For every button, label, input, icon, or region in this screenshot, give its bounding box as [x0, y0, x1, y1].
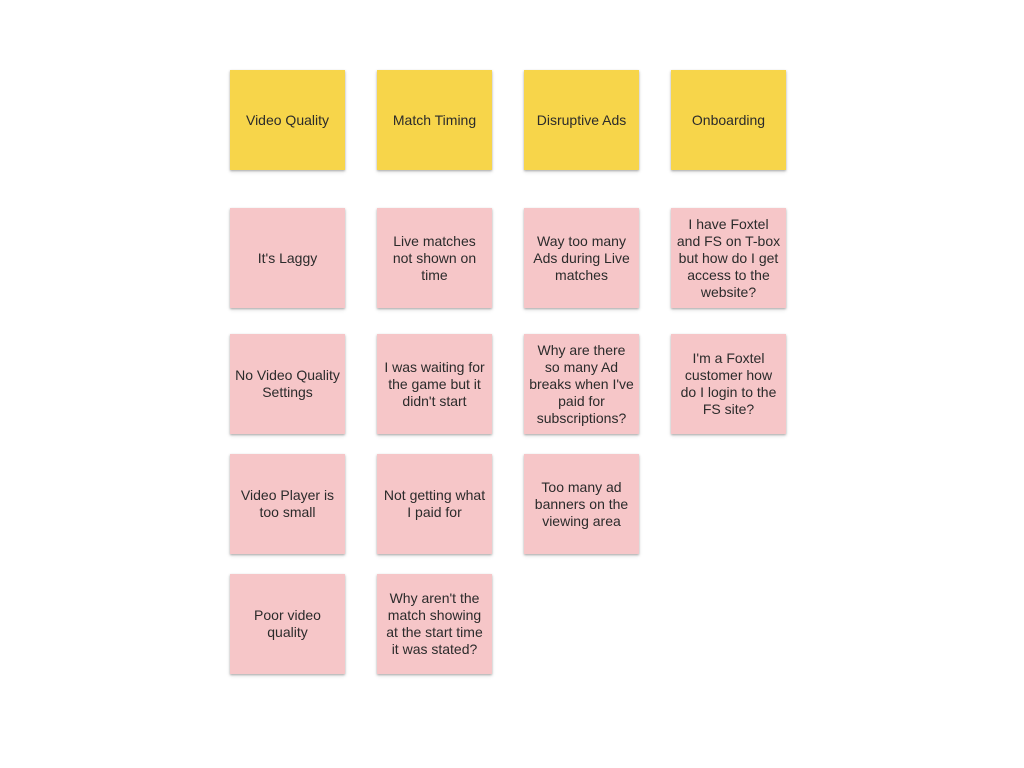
note-label: Too many ad banners on the viewing area [534, 478, 629, 529]
note-label: Video Player is too small [240, 487, 335, 520]
note-label: It's Laggy [257, 249, 318, 266]
card-note[interactable]: Way too many Ads during Live matches [524, 208, 639, 308]
card-note[interactable]: I was waiting for the game but it didn't… [377, 334, 492, 434]
note-label: I was waiting for the game but it didn't… [384, 358, 485, 409]
note-label: Match Timing [392, 111, 477, 128]
note-label: Onboarding [691, 111, 766, 128]
note-label: Why aren't the match showing at the star… [386, 590, 483, 657]
card-note[interactable]: Live matches not shown on time [377, 208, 492, 308]
note-label: Poor video quality [254, 607, 321, 640]
card-note[interactable]: No Video Quality Settings [230, 334, 345, 434]
note-label: Live matches not shown on time [392, 232, 477, 283]
card-note[interactable]: Too many ad banners on the viewing area [524, 454, 639, 554]
header-note[interactable]: Disruptive Ads [524, 70, 639, 170]
card-note[interactable]: Why aren't the match showing at the star… [377, 574, 492, 674]
note-label: I have Foxtel and FS on T-box but how do… [676, 215, 781, 300]
card-note[interactable]: Video Player is too small [230, 454, 345, 554]
card-note[interactable]: Why are there so many Ad breaks when I'v… [524, 334, 639, 434]
header-note[interactable]: Match Timing [377, 70, 492, 170]
card-note[interactable]: I'm a Foxtel customer how do I login to … [671, 334, 786, 434]
card-note[interactable]: Poor video quality [230, 574, 345, 674]
note-label: Not getting what I paid for [383, 487, 486, 520]
header-note[interactable]: Video Quality [230, 70, 345, 170]
note-label: Video Quality [245, 111, 329, 128]
card-note[interactable]: It's Laggy [230, 208, 345, 308]
card-note[interactable]: I have Foxtel and FS on T-box but how do… [671, 208, 786, 308]
note-label: I'm a Foxtel customer how do I login to … [680, 350, 777, 417]
note-label: Why are there so many Ad breaks when I'v… [529, 341, 634, 426]
header-note[interactable]: Onboarding [671, 70, 786, 170]
note-label: Way too many Ads during Live matches [533, 232, 630, 283]
note-label: No Video Quality Settings [235, 367, 340, 400]
note-label: Disruptive Ads [536, 111, 627, 128]
card-note[interactable]: Not getting what I paid for [377, 454, 492, 554]
